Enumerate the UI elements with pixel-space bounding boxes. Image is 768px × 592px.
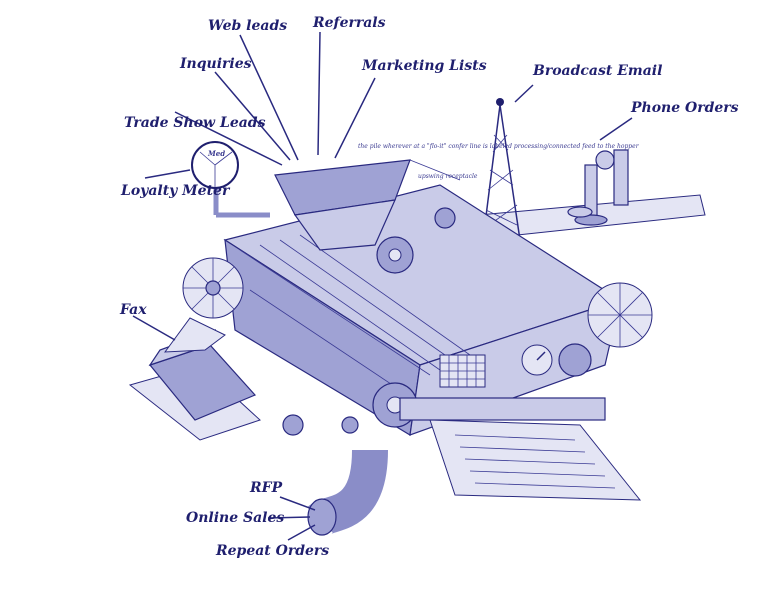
label-rfp: RFP xyxy=(249,480,283,496)
label-loyalty-meter: Loyalty Meter xyxy=(120,183,231,199)
label-inquiries: Inquiries xyxy=(179,56,252,72)
fax-machine xyxy=(148,317,257,421)
label-referrals: Referrals xyxy=(312,15,386,31)
loyalty-meter: Med xyxy=(191,141,270,218)
label-repeat-orders: Repeat Orders xyxy=(215,543,329,559)
label-online-sales: Online Sales xyxy=(186,510,284,526)
receptacle-note: upswing receptacle xyxy=(418,173,478,180)
label-marketing-lists: Marketing Lists xyxy=(361,58,487,74)
output-paper xyxy=(429,419,642,501)
radio-tower xyxy=(482,98,521,241)
label-phone-orders: Phone Orders xyxy=(630,100,739,116)
fan-left xyxy=(182,257,244,319)
label-broadcast-email: Broadcast Email xyxy=(532,63,662,79)
label-fax: Fax xyxy=(119,302,147,318)
hopper xyxy=(274,159,461,251)
fan-right xyxy=(587,282,653,348)
label-trade-show-leads: Trade Show Leads xyxy=(124,115,266,131)
hopper-note: the pile wherever at a "flo-it" confer l… xyxy=(358,143,640,150)
meter-med-label: Med xyxy=(207,149,225,158)
phone-icon xyxy=(567,149,629,226)
label-arrows xyxy=(132,31,633,541)
label-web-leads: Web leads xyxy=(208,18,287,34)
output-pipe xyxy=(399,397,606,421)
